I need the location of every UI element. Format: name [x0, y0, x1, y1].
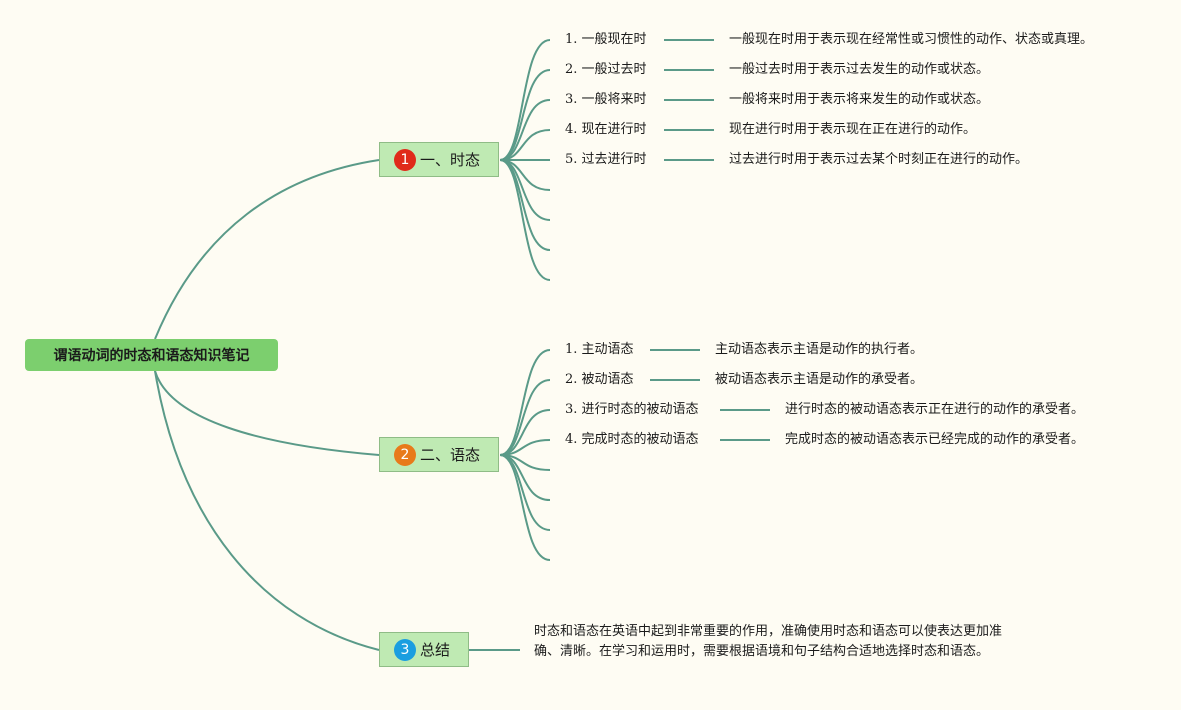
- topic-passive-voice[interactable]: 2. 被动语态: [565, 372, 634, 387]
- topic-past-continuous[interactable]: 5. 过去进行时: [565, 152, 647, 167]
- topic-description[interactable]: 一般现在时用于表示现在经常性或习惯性的动作、状态或真理。: [729, 32, 1094, 47]
- topic-future-simple[interactable]: 3. 一般将来时: [565, 92, 647, 107]
- branch-label: 总结: [420, 641, 451, 659]
- topic-active-voice[interactable]: 1. 主动语态: [565, 342, 634, 357]
- priority-2-icon: 2: [394, 443, 416, 466]
- branch-label: 二、语态: [420, 446, 481, 464]
- branch-tense[interactable]: 1 一、时态: [379, 142, 499, 177]
- branch-summary[interactable]: 3 总结: [379, 632, 469, 667]
- branch-voice[interactable]: 2 二、语态: [379, 437, 499, 472]
- topic-present-simple[interactable]: 1. 一般现在时: [565, 32, 647, 47]
- topic-description[interactable]: 一般过去时用于表示过去发生的动作或状态。: [729, 62, 990, 77]
- priority-1-icon: 1: [394, 148, 416, 171]
- topic-description[interactable]: 进行时态的被动语态表示正在进行的动作的承受者。: [785, 402, 1085, 417]
- branch-label: 一、时态: [420, 151, 481, 169]
- topic-present-continuous[interactable]: 4. 现在进行时: [565, 122, 647, 137]
- topic-description[interactable]: 完成时态的被动语态表示已经完成的动作的承受者。: [785, 432, 1085, 447]
- topic-description[interactable]: 一般将来时用于表示将来发生的动作或状态。: [729, 92, 990, 107]
- priority-3-icon: 3: [394, 638, 416, 661]
- topic-perfect-passive[interactable]: 4. 完成时态的被动语态: [565, 432, 699, 447]
- topic-continuous-passive[interactable]: 3. 进行时态的被动语态: [565, 402, 699, 417]
- topic-description[interactable]: 过去进行时用于表示过去某个时刻正在进行的动作。: [729, 152, 1029, 167]
- topic-description[interactable]: 被动语态表示主语是动作的承受者。: [715, 372, 924, 387]
- topic-past-simple[interactable]: 2. 一般过去时: [565, 62, 647, 77]
- root-title: 谓语动词的时态和语态知识笔记: [53, 348, 250, 364]
- topic-description[interactable]: 现在进行时用于表示现在正在进行的动作。: [729, 122, 977, 137]
- root-node[interactable]: 谓语动词的时态和语态知识笔记: [25, 339, 278, 371]
- topic-description[interactable]: 主动语态表示主语是动作的执行者。: [715, 342, 924, 357]
- summary-text[interactable]: 时态和语态在英语中起到非常重要的作用，准确使用时态和语态可以使表达更加准确、清晰…: [534, 624, 1003, 659]
